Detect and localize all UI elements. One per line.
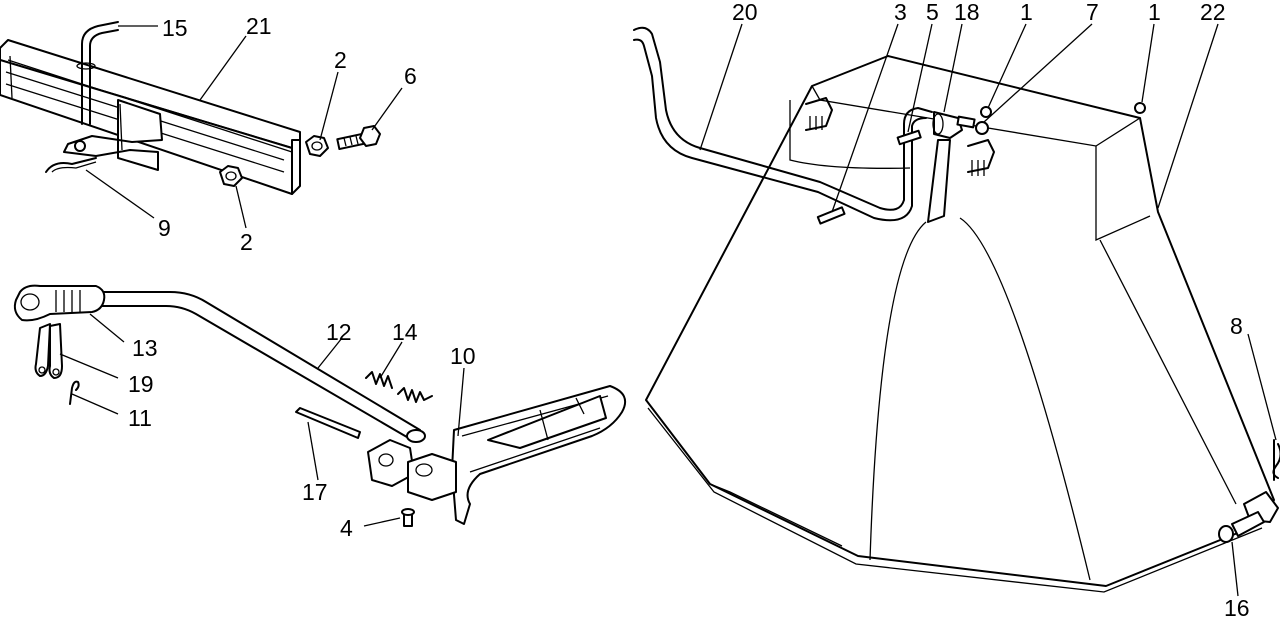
part-12-lever-arm [99,291,426,443]
callout-15: 15 [162,15,188,41]
part-2-nut-lower [219,165,243,187]
callout-3: 3 [894,0,907,25]
callout-14: 14 [392,319,418,345]
callout-21: 21 [246,13,272,39]
callout-20: 20 [732,0,758,25]
callout-1-b: 1 [1148,0,1161,25]
part-18-clamp [927,111,976,223]
callout-18: 18 [954,0,980,25]
callout-7: 7 [1086,0,1099,25]
part-16-pin [1218,511,1265,543]
part-3-bolt [816,206,846,225]
part-7-washer [975,121,989,135]
part-13-handle-grip [13,284,106,322]
leader-lines [59,23,1277,597]
callout-10: 10 [450,343,476,369]
part-17-rod [295,407,361,439]
part-22-housing [645,55,1279,593]
part-5-bolt [896,129,922,146]
part-8-clip [1272,439,1280,481]
callout-2-upper: 2 [334,47,347,73]
callout-19: 19 [128,371,154,397]
callout-6: 6 [404,63,417,89]
callout-labels: 15 21 2 6 9 2 20 3 5 18 1 7 1 22 13 19 1… [128,0,1250,619]
part-1-nut-a [980,106,992,118]
part-4-screw [401,508,415,527]
part-2-nut-upper [305,135,329,157]
callout-9: 9 [158,215,171,241]
callout-16: 16 [1224,595,1250,619]
part-9-spring-clip [45,157,97,173]
callout-13: 13 [132,335,158,361]
callout-11: 11 [128,405,152,431]
part-6-bolt [336,125,381,151]
part-21-hitch-bar [0,39,301,195]
callout-2-lower: 2 [240,229,253,255]
part-11-r-clip [69,380,80,405]
part-15-hitch-pin [76,21,119,125]
callout-4: 4 [340,515,353,541]
part-19-link-plates [34,323,63,379]
callout-1-a: 1 [1020,0,1033,25]
callout-5: 5 [926,0,939,25]
callout-22: 22 [1200,0,1226,25]
part-20-control-rod [633,26,933,222]
callout-17: 17 [302,479,328,505]
part-10-pedal-bracket [367,385,626,525]
part-14-springs [365,371,433,403]
callout-8: 8 [1230,313,1243,339]
callout-12: 12 [326,319,352,345]
part-1-nut-b [1134,102,1146,114]
